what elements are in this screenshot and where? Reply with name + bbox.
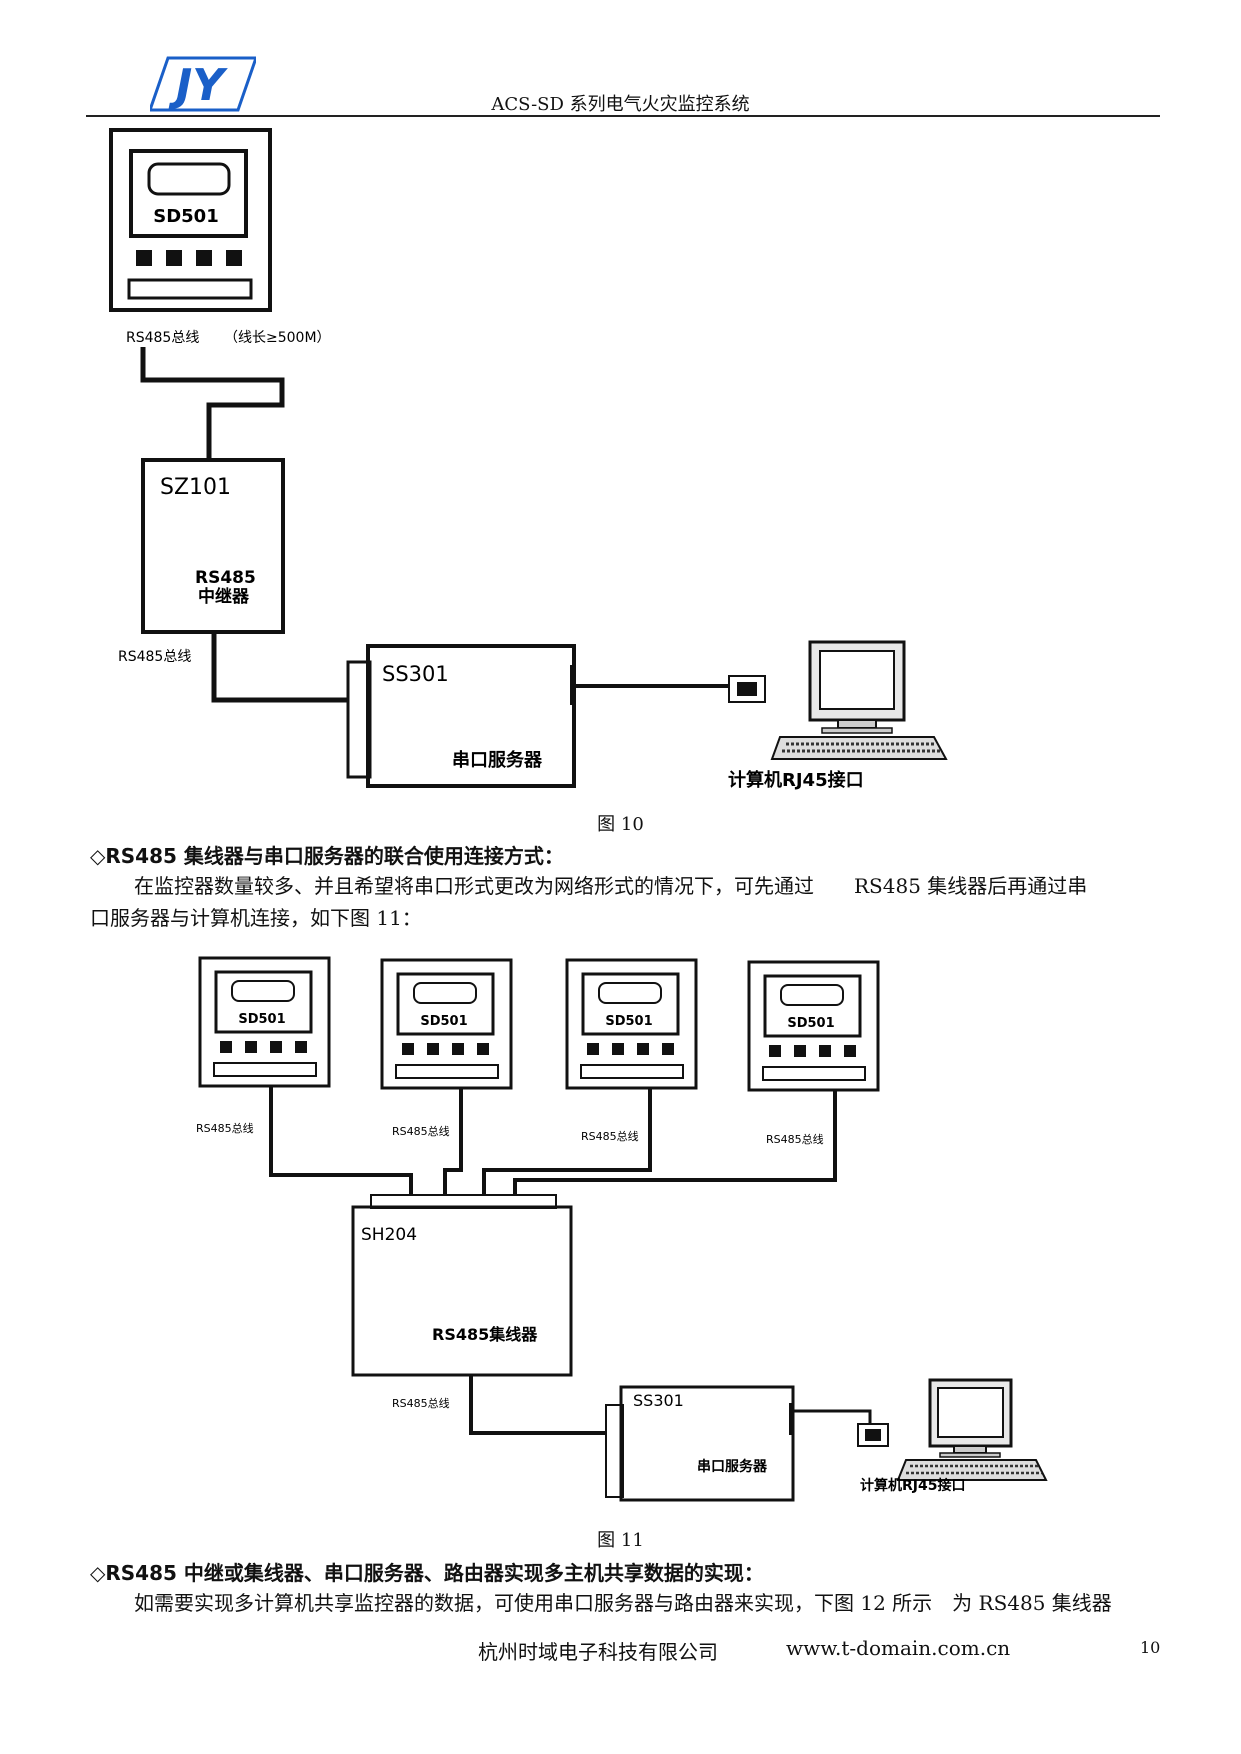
paragraph-line: 在监控器数量较多、并且希望将串口形式更改为网络形式的情况下，可先通过 RS485…: [134, 874, 1088, 898]
sd501-device: SD501: [198, 956, 331, 1088]
server-model: SS301: [633, 1391, 684, 1410]
repeater-line2: 中继器: [198, 586, 250, 607]
sd501-label: SD501: [153, 206, 218, 227]
page-number: 10: [1140, 1638, 1161, 1657]
rj45-port-icon: [728, 675, 766, 703]
figure-11-diagram: SD501 SD501 SD501 SD501 RS485总线 RS485总线 …: [196, 956, 1048, 1502]
bus-label: RS485总线: [581, 1129, 639, 1143]
footer-url[interactable]: www.t-domain.com.cn: [786, 1636, 1011, 1660]
sd501-label: SD501: [420, 1014, 467, 1029]
figure-10-caption: 图 10: [597, 814, 644, 835]
sh204-hub: SH204 RS485集线器: [351, 1194, 573, 1377]
bus-label-2: RS485总线: [118, 649, 191, 665]
paragraph-line: 口服务器与计算机连接，如下图 11：: [90, 906, 422, 930]
hub-model: SH204: [361, 1225, 417, 1245]
repeater-model: SZ101: [160, 475, 231, 500]
rs485-wire: [482, 1088, 652, 1195]
rs485-wire: [513, 1090, 837, 1195]
sd501-label: SD501: [238, 1012, 285, 1027]
footer-company: 杭州时域电子科技有限公司: [478, 1640, 718, 1664]
wire-length-note: （线长≥500M）: [224, 330, 331, 346]
header-title: ACS-SD 系列电气火灾监控系统: [491, 94, 750, 115]
ss301-serial-server: SS301 串口服务器: [605, 1385, 795, 1502]
server-name: 串口服务器: [697, 1458, 768, 1475]
server-model: SS301: [382, 662, 449, 686]
rs485-wire: [269, 1086, 413, 1195]
figure-11-caption: 图 11: [597, 1530, 644, 1551]
repeater-line1: RS485: [195, 568, 256, 588]
rs485-wire: [469, 1375, 606, 1435]
logo-text: JY: [168, 60, 228, 111]
bus-label: RS485总线: [196, 1121, 254, 1135]
ethernet-cable: [794, 1409, 872, 1424]
bus-label: RS485总线: [392, 1124, 450, 1138]
section-title-multi-host: ◇RS485 中继或集线器、串口服务器、路由器实现多主机共享数据的实现：: [90, 1561, 764, 1585]
rs485-wire-2: [211, 632, 348, 703]
sd501-label: SD501: [605, 1014, 652, 1029]
ss301-serial-server: SS301 串口服务器: [346, 644, 576, 788]
bus-label-hub: RS485总线: [392, 1396, 450, 1410]
pc-rj45-label: 计算机RJ45接口: [860, 1477, 965, 1494]
bus-label: RS485总线: [126, 330, 199, 346]
paragraph-line: 如需要实现多计算机共享监控器的数据，可使用串口服务器与路由器来实现，下图 12 …: [134, 1591, 1112, 1615]
computer-icon: [896, 1378, 1048, 1481]
rs485-wire: [443, 1088, 463, 1195]
rs485-wire-1: [140, 347, 285, 460]
computer-icon: [770, 640, 948, 760]
bus-label: RS485总线: [766, 1132, 824, 1146]
server-name: 串口服务器: [452, 749, 543, 771]
sd501-label: SD501: [787, 1016, 834, 1031]
sz101-repeater: SZ101 RS485 中继器: [141, 458, 285, 634]
section-title-hub-server: ◇RS485 集线器与串口服务器的联合使用连接方式：: [90, 844, 564, 868]
hub-name: RS485集线器: [432, 1325, 538, 1344]
sd501-device: SD501: [747, 960, 880, 1092]
sd501-device: SD501: [109, 128, 272, 312]
sd501-device: SD501: [565, 958, 698, 1090]
pc-rj45-label: 计算机RJ45接口: [728, 769, 864, 791]
figure-10-diagram: SD501 RS485总线 （线长≥500M） SZ101 RS485 中继器 …: [109, 128, 948, 791]
company-logo: JY: [150, 56, 256, 112]
header-divider: [86, 115, 1160, 117]
rj45-port-icon: [857, 1423, 889, 1447]
sd501-device: SD501: [380, 958, 513, 1090]
